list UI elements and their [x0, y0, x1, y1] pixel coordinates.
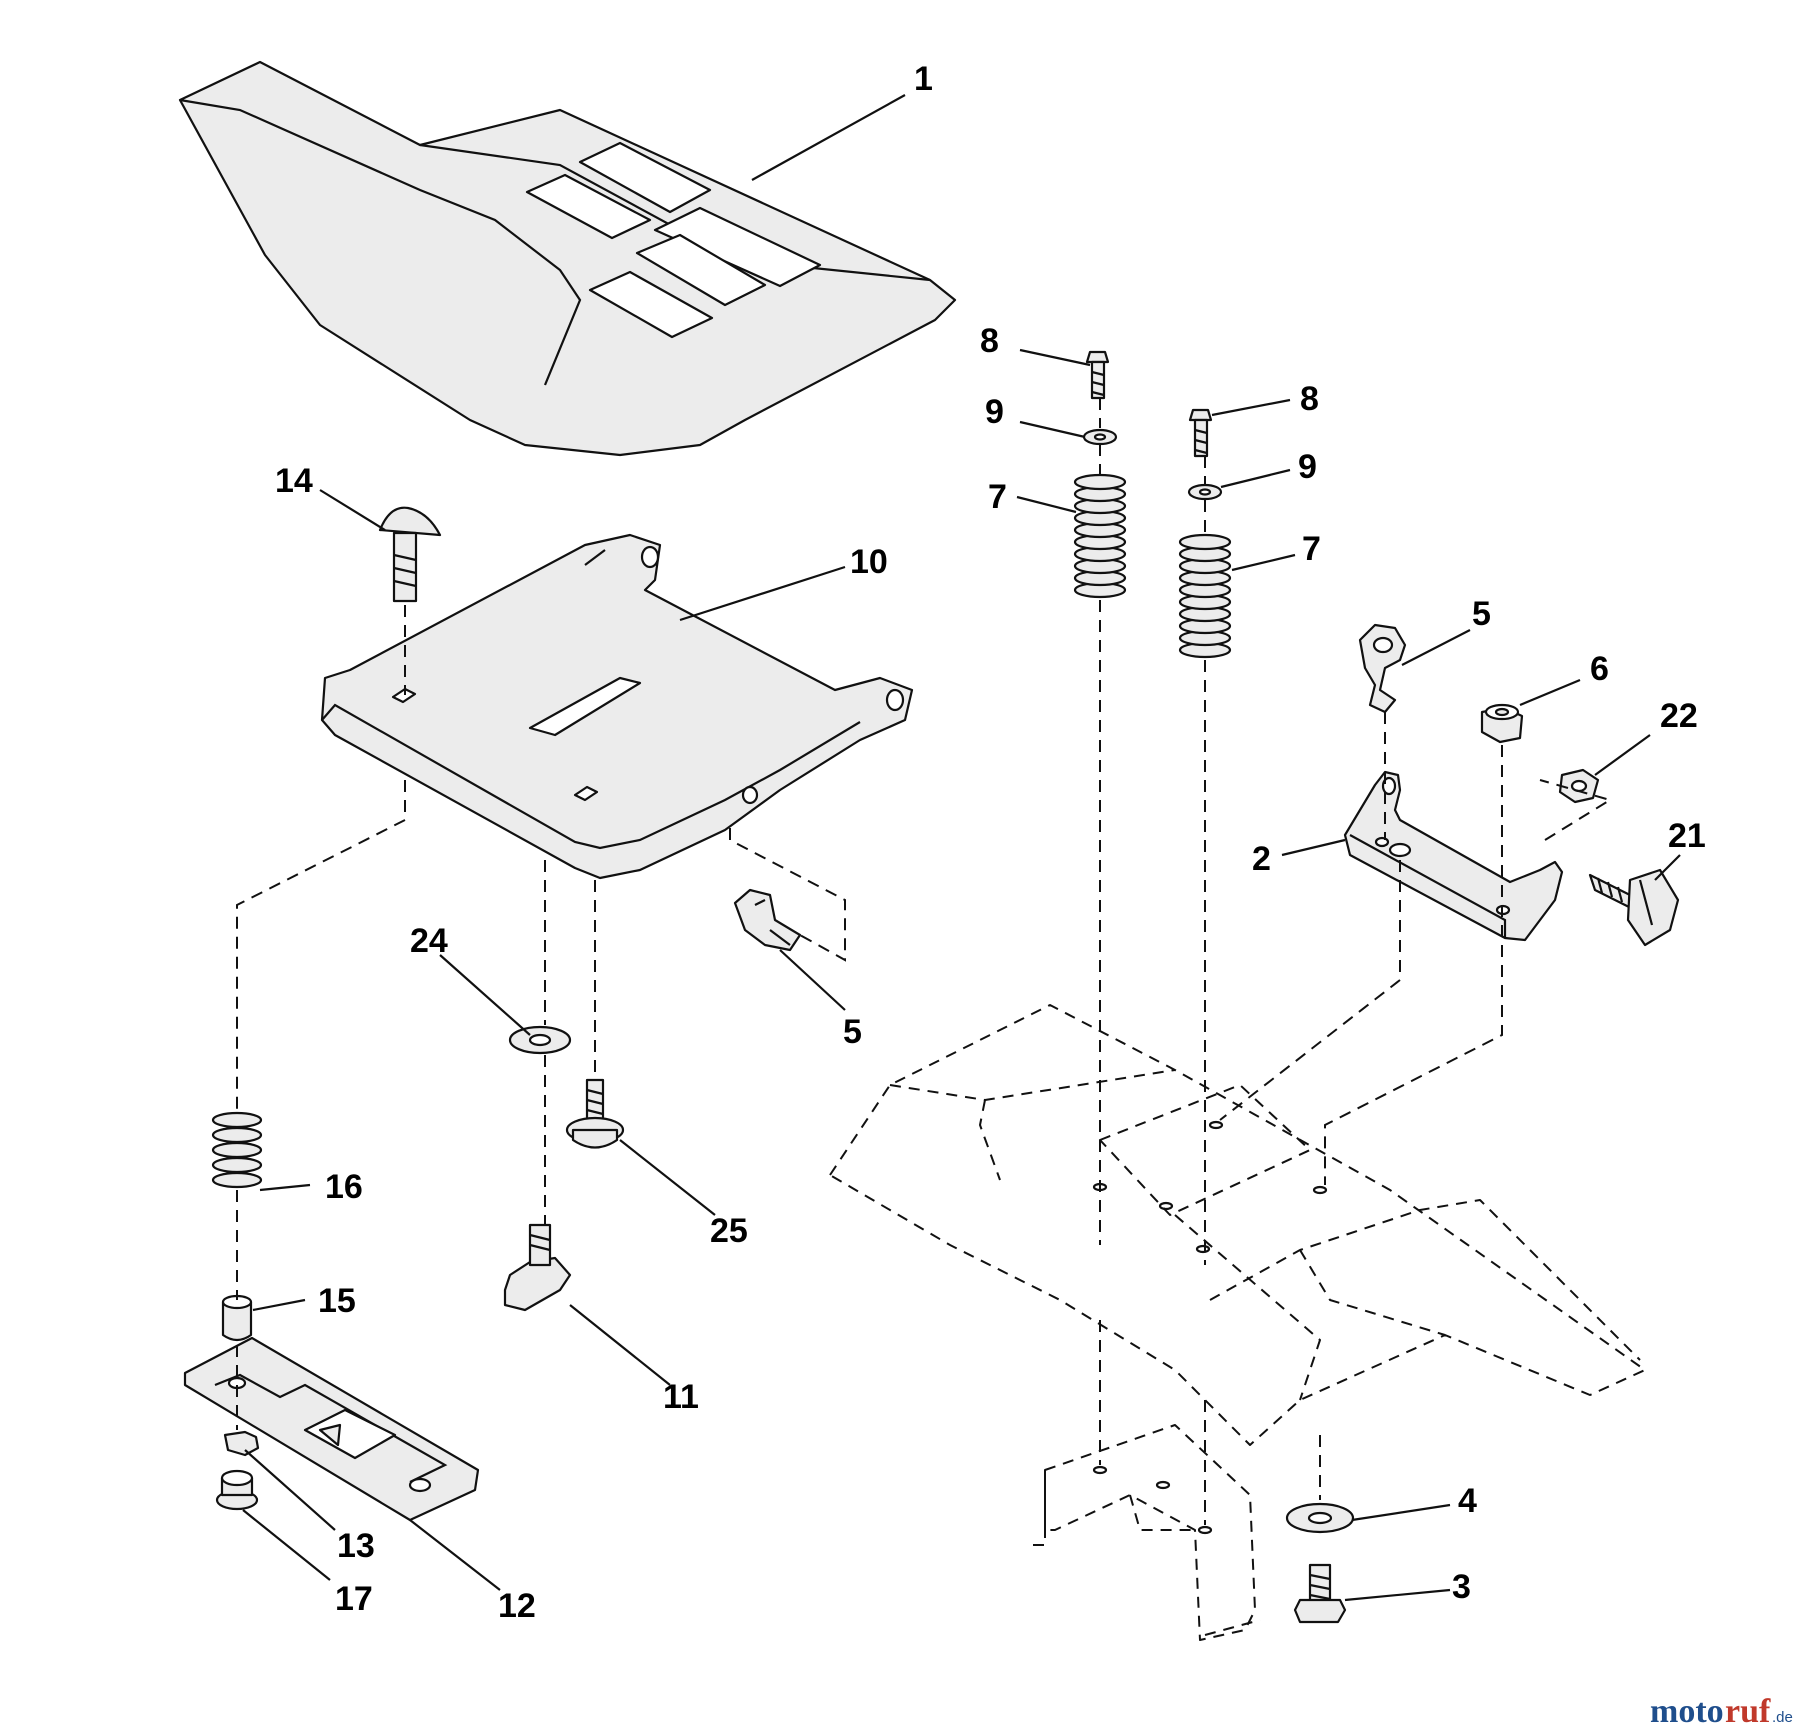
watermark-brand-part1: moto — [1650, 1693, 1724, 1730]
seat-pan-part — [320, 533, 914, 880]
callout-21: 21 — [1668, 817, 1706, 855]
callout-13: 13 — [337, 1527, 375, 1565]
nut-part-13 — [223, 1430, 260, 1457]
callout-5-right: 5 — [1472, 595, 1491, 633]
lock-nut-part — [1480, 703, 1524, 744]
spring-part-7-left — [1073, 473, 1127, 599]
callout-6: 6 — [1590, 650, 1609, 688]
callout-15: 15 — [318, 1282, 356, 1320]
assembly-lines — [236, 398, 1613, 1525]
wing-knob-part — [503, 1223, 572, 1312]
nut-part-22 — [1558, 768, 1600, 804]
spring-small-part — [211, 1111, 263, 1189]
callout-3: 3 — [1452, 1568, 1471, 1606]
spacer-part — [221, 1294, 253, 1342]
callout-2: 2 — [1252, 840, 1271, 878]
callout-8-right: 8 — [1300, 380, 1319, 418]
callout-7-left: 7 — [988, 478, 1007, 516]
slide-track-part — [183, 1336, 480, 1522]
bolt-part-8-right — [1188, 408, 1213, 458]
shoulder-bolt-part-21 — [1588, 868, 1680, 947]
washer-part-4 — [1285, 1502, 1355, 1534]
clip-part-5-right — [1358, 623, 1407, 714]
clip-part-5-left — [733, 888, 802, 952]
callout-5-left: 5 — [843, 1013, 862, 1051]
callout-9-right: 9 — [1298, 448, 1317, 486]
watermark-tld: .de — [1772, 1709, 1793, 1726]
washer-part-9-right — [1187, 483, 1223, 501]
callout-7-right: 7 — [1302, 530, 1321, 568]
callout-10: 10 — [850, 543, 888, 581]
washer-part-9-left — [1082, 428, 1118, 446]
bracket-part — [1343, 770, 1564, 942]
callout-24: 24 — [410, 922, 448, 960]
callout-25: 25 — [710, 1212, 748, 1250]
flange-nut-part-17 — [215, 1469, 259, 1511]
callout-22: 22 — [1660, 697, 1698, 735]
callout-17: 17 — [335, 1580, 373, 1618]
seat-part — [178, 60, 957, 457]
callout-14: 14 — [275, 462, 313, 500]
callout-4: 4 — [1458, 1482, 1477, 1520]
hex-bolt-part — [1293, 1563, 1347, 1624]
callout-9-left: 9 — [985, 393, 1004, 431]
callout-1: 1 — [914, 60, 933, 98]
carriage-bolt-part — [378, 506, 442, 603]
shoulder-bolt-part — [565, 1078, 625, 1149]
washer-part-24 — [508, 1025, 572, 1055]
callout-8-left: 8 — [980, 322, 999, 360]
bolt-part-8-left — [1085, 350, 1110, 400]
spring-part-7-right — [1178, 533, 1232, 659]
tractor-frame-outline — [829, 1004, 1646, 1641]
watermark-brand-part2: ruf — [1725, 1693, 1771, 1730]
callout-12: 12 — [498, 1587, 536, 1625]
motoruf-watermark: moto ruf .de — [1650, 1693, 1793, 1730]
callout-11: 11 — [663, 1378, 699, 1416]
callout-16: 16 — [325, 1168, 363, 1206]
leader-lines — [242, 94, 1681, 1602]
